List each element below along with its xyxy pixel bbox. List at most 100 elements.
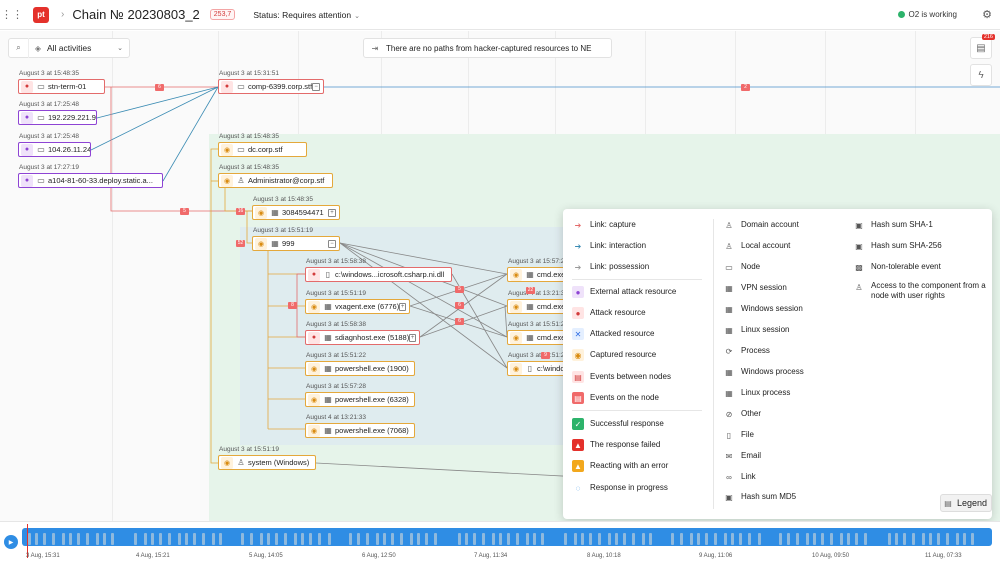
event-marker[interactable]: 9: [541, 352, 550, 359]
node-timestamp: August 3 at 15:51:2: [508, 352, 565, 359]
event-marker[interactable]: 8: [288, 302, 297, 309]
node-label: cmd.exe: [537, 333, 566, 342]
legend-divider: [572, 279, 702, 280]
timeline-activity-tick: [482, 533, 485, 545]
node-powershell-7068[interactable]: ◉▦powershell.exe (7068): [305, 423, 415, 438]
legend-item: ∞Link: [723, 471, 756, 483]
node-a104[interactable]: ●▭a104-81-60-33.deploy.static.a...: [18, 173, 163, 188]
timeline-activity-tick: [963, 533, 966, 545]
node-label: cmd.exe: [537, 302, 566, 311]
event-marker[interactable]: 5: [180, 208, 189, 215]
legend-label: Events between nodes: [590, 372, 671, 381]
node-dc-corp[interactable]: ◉▭dc.corp.stf: [218, 142, 307, 157]
node-3084594471[interactable]: ◉▦3084594471+: [252, 205, 340, 220]
node-ip-104[interactable]: ●▭104.26.11.240: [18, 142, 91, 157]
timeline-activity-tick: [103, 533, 106, 545]
collapse-arrow-icon[interactable]: ⇥: [371, 43, 379, 53]
link-icon: ∞: [726, 472, 732, 482]
timeline-activity-tick: [111, 533, 114, 545]
timeline-track[interactable]: [22, 528, 992, 546]
link-event: [339, 242, 508, 369]
timeline-activity-tick: [241, 533, 244, 545]
timeline-activity-tick: [507, 533, 510, 545]
timeline-activity-tick: [212, 533, 215, 545]
legend-label: The response failed: [590, 440, 661, 449]
node-vxagent[interactable]: ◉▦vxagent.exe (6776)+: [305, 299, 410, 314]
play-icon[interactable]: ▶: [4, 535, 18, 549]
node-ip-192[interactable]: ●▭192.229.221.95: [18, 110, 97, 125]
timeline-activity-tick: [895, 533, 898, 545]
timeline-label: 6 Aug, 12:50: [362, 553, 396, 559]
timeline-activity-tick: [219, 533, 222, 545]
lightning-button[interactable]: ϟ: [970, 64, 992, 86]
timeline-activity-tick: [62, 533, 65, 545]
timeline-activity-tick: [69, 533, 72, 545]
node-timestamp: August 3 at 15:31:51: [219, 70, 279, 77]
expand-icon[interactable]: +: [409, 333, 416, 342]
timeline-activity-tick: [86, 533, 89, 545]
node-administrator[interactable]: ◉♙Administrator@corp.stf: [218, 173, 333, 188]
legend-item: ▦VPN session: [723, 282, 787, 294]
expand-icon[interactable]: +: [328, 208, 336, 217]
timeline-activity-tick: [739, 533, 742, 545]
node-label: system (Windows): [248, 458, 310, 467]
legend-item: ♙Access to the component from a node wit…: [853, 281, 988, 301]
node-stn-term-01[interactable]: ●▭stn-term-01: [18, 79, 105, 94]
graph-canvas[interactable]: ⌕ ◈ All activities ⌄ ⇥ There are no path…: [0, 31, 1000, 521]
timeline-activity-tick: [35, 533, 38, 545]
legend-button[interactable]: ▤ Legend: [940, 494, 992, 512]
timeline-cursor[interactable]: [27, 524, 28, 558]
node-cmd-3[interactable]: ◉▦cmd.exe: [507, 330, 571, 345]
node-csharp-dll[interactable]: ●▯c:\windows...icrosoft.csharp.ni.dll: [305, 267, 452, 282]
legend-item: ▣Hash sum SHA-1: [853, 219, 933, 231]
timeline-activity-tick: [731, 533, 734, 545]
node-timestamp: August 3 at 15:51:19: [219, 446, 279, 453]
node-timestamp: August 3 at 17:27:19: [19, 164, 79, 171]
expand-icon[interactable]: −: [312, 82, 320, 91]
report-button[interactable]: ▤ 216: [970, 34, 995, 59]
event-marker[interactable]: 22: [526, 287, 535, 294]
node-999[interactable]: ◉▦999−: [252, 236, 340, 251]
apps-grid-icon[interactable]: ⋮⋮: [1, 9, 23, 21]
timeline-activity-tick: [888, 533, 891, 545]
node-comp-6399[interactable]: ●▭comp-6399.corp.stf−: [218, 79, 324, 94]
link-possession: [246, 211, 252, 244]
event-marker[interactable]: 6: [155, 84, 164, 91]
node-sdiagnhost[interactable]: ●▦sdiagnhost.exe (5188)+: [305, 330, 420, 345]
event-marker[interactable]: 5: [455, 286, 464, 293]
search-icon[interactable]: ⌕: [9, 38, 29, 58]
pt-logo[interactable]: pt: [33, 6, 49, 23]
activity-filter[interactable]: ⌕ ◈ All activities ⌄: [8, 38, 130, 58]
timeline-activity-tick: [724, 533, 727, 545]
link-possession: [210, 148, 218, 464]
node-powershell-1900[interactable]: ◉▦powershell.exe (1900): [305, 361, 415, 376]
timeline-activity-tick: [410, 533, 413, 545]
event-marker[interactable]: 6: [455, 318, 464, 325]
event-marker[interactable]: 2: [741, 84, 750, 91]
node-cwindow[interactable]: ◉▯c:\window: [507, 361, 571, 376]
process-icon: ⟳: [725, 346, 733, 356]
non-tolerable-event-icon: ▩: [855, 262, 863, 272]
timeline-activity-tick: [43, 533, 46, 545]
event-marker[interactable]: 16: [236, 208, 245, 215]
timeline-activity-tick: [250, 533, 253, 545]
no-paths-banner: ⇥ There are no paths from hacker-capture…: [363, 38, 612, 58]
node-powershell-6328[interactable]: ◉▦powershell.exe (6328): [305, 392, 415, 407]
node-cmd-2[interactable]: ◉▦cmd.exe: [507, 299, 571, 314]
timeline-activity-tick: [260, 533, 263, 545]
node-cmd-1[interactable]: ◉▦cmd.exe: [507, 267, 571, 282]
link-interaction: [162, 86, 219, 182]
status-dropdown[interactable]: Status: Requires attention⌄: [253, 10, 360, 20]
gear-icon[interactable]: ⚙: [982, 9, 992, 21]
expand-icon[interactable]: +: [399, 302, 406, 311]
expand-icon[interactable]: −: [328, 239, 336, 248]
node-timestamp: August 3 at 15:48:35: [219, 133, 279, 140]
node-system-windows[interactable]: ◉♙system (Windows): [218, 455, 316, 470]
legend-item: ➔Link: interaction: [572, 240, 646, 252]
event-marker[interactable]: 6: [455, 302, 464, 309]
node-label: 999: [282, 239, 295, 248]
attack-resource-icon: ●: [572, 307, 584, 319]
timeline-activity-tick: [28, 533, 31, 545]
event-marker[interactable]: 52: [236, 240, 245, 247]
timeline[interactable]: ▶ 3 Aug, 15:31 4 Aug, 15:21 5 Aug, 14:05…: [0, 521, 1000, 563]
